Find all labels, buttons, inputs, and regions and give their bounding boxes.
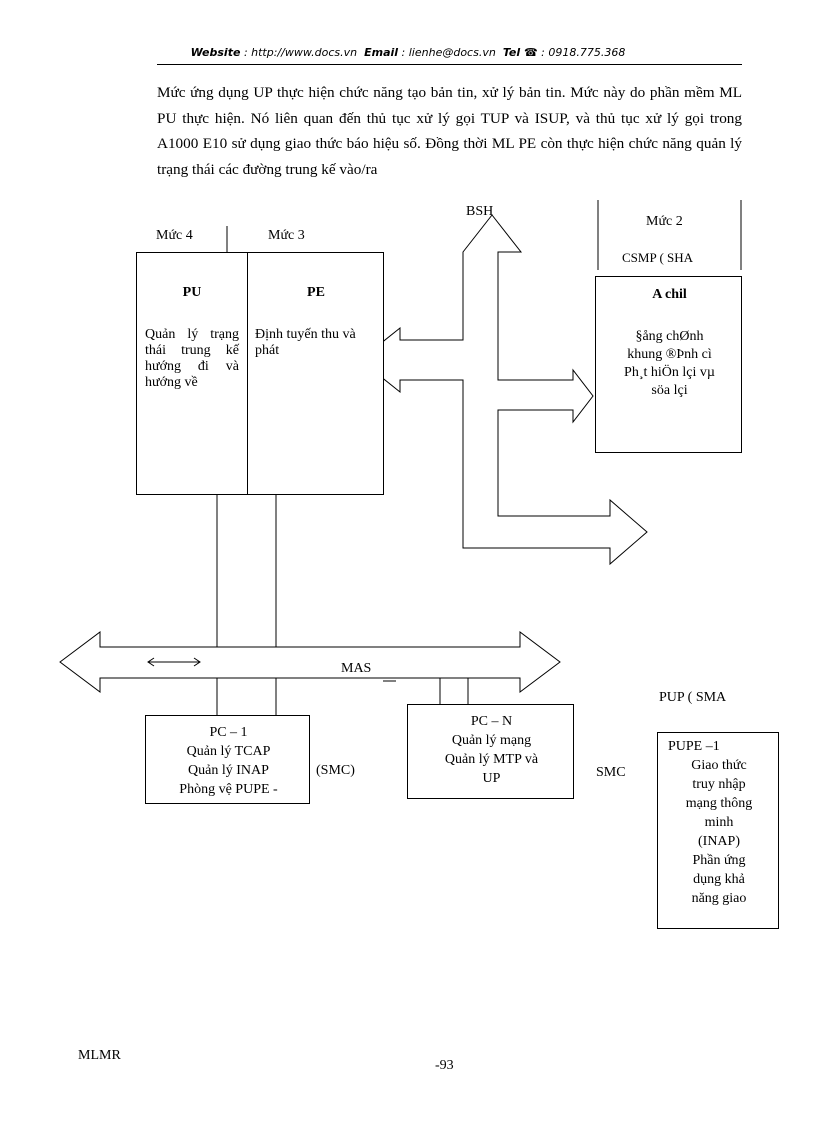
achil-line1: §ång chØnh [635, 329, 704, 344]
mas-label: MAS [341, 661, 372, 676]
smc1-label: (SMC) [316, 763, 355, 778]
achil-box: A chil §ång chØnh khung ®Þnh cì Ph¸t hiÖ… [595, 276, 742, 453]
csmp-label: CSMP ( SHA [622, 250, 694, 265]
website-value: : http://www.docs.vn [243, 46, 358, 59]
email-label: Email [364, 46, 399, 59]
pe-body: Định tuyến thu và phát [255, 327, 356, 358]
achil-title: A chil [652, 287, 687, 302]
pc1-box: PC – 1 Quản lý TCAP Quản lý INAP Phòng v… [145, 715, 310, 804]
smc2-label: SMC [596, 765, 626, 780]
achil-line2: khung ®Þnh cì [627, 347, 712, 362]
tel-value: : 0918.775.368 [541, 46, 626, 59]
pupe-line9: năng giao [691, 891, 747, 906]
pu-pe-box: PU Quản lý trạng thái trung kế hướng đi … [136, 252, 384, 495]
pc1-line3: Quản lý INAP [188, 763, 269, 778]
pupe-line3: truy nhập [692, 777, 746, 792]
pcn-line2: Quản lý mạng [451, 733, 532, 748]
website-label: Website [190, 46, 241, 59]
pupe-line7: Phần ứng [692, 853, 746, 868]
achil-line3: Ph¸t hiÖn lçi vµ [624, 365, 715, 380]
tel-label: Tel ☎ [502, 46, 538, 59]
pu-title: PU [182, 285, 202, 300]
pupe-line5: minh [704, 815, 734, 830]
pupe-line8: dụng khả [693, 872, 745, 887]
pc1-line2: Quản lý TCAP [186, 744, 271, 759]
pcn-line4: UP [482, 771, 501, 786]
pcn-box: PC – N Quản lý mạng Quản lý MTP và UP [407, 704, 574, 799]
header-divider [157, 64, 742, 65]
pupe-line4: mạng thông [685, 796, 753, 811]
bsh-label: BSH [466, 204, 494, 219]
pupe-box: PUPE –1 Giao thức truy nhập mạng thông m… [657, 732, 779, 929]
page-number: -93 [435, 1058, 454, 1073]
mas-bus-arrow [59, 631, 561, 693]
footer-left: MLMR [78, 1048, 121, 1063]
pu-body: Quản lý trạng thái trung kế hướng đi và … [145, 327, 239, 390]
email-value: : lienhe@docs.vn [401, 46, 496, 59]
achil-line4: söa lçi [651, 383, 688, 398]
page-header: Website : http://www.docs.vn Email : lie… [0, 46, 816, 59]
pcn-line3: Quản lý MTP và [444, 752, 539, 767]
level2-label: Mức 2 [646, 214, 683, 229]
pc1-line4: Phòng vệ PUPE - [179, 782, 278, 797]
pupe-line1: PUPE –1 [668, 739, 720, 754]
pe-title: PE [307, 285, 325, 300]
pcn-line1: PC – N [470, 714, 513, 729]
mas-small-arrow-left [147, 657, 155, 667]
pupe-line6: (INAP) [698, 834, 740, 849]
pupe-line2: Giao thức [691, 758, 747, 773]
pc1-line1: PC – 1 [209, 725, 248, 740]
pup-label: PUP ( SMA [659, 690, 727, 705]
body-paragraph: Mức ứng dụng UP thực hiện chức năng tạo … [157, 84, 742, 178]
pu-pe-divider [247, 253, 248, 494]
mas-small-arrow-right [193, 657, 201, 667]
level4-label: Mức 4 [156, 228, 193, 243]
level3-label: Mức 3 [268, 228, 305, 243]
